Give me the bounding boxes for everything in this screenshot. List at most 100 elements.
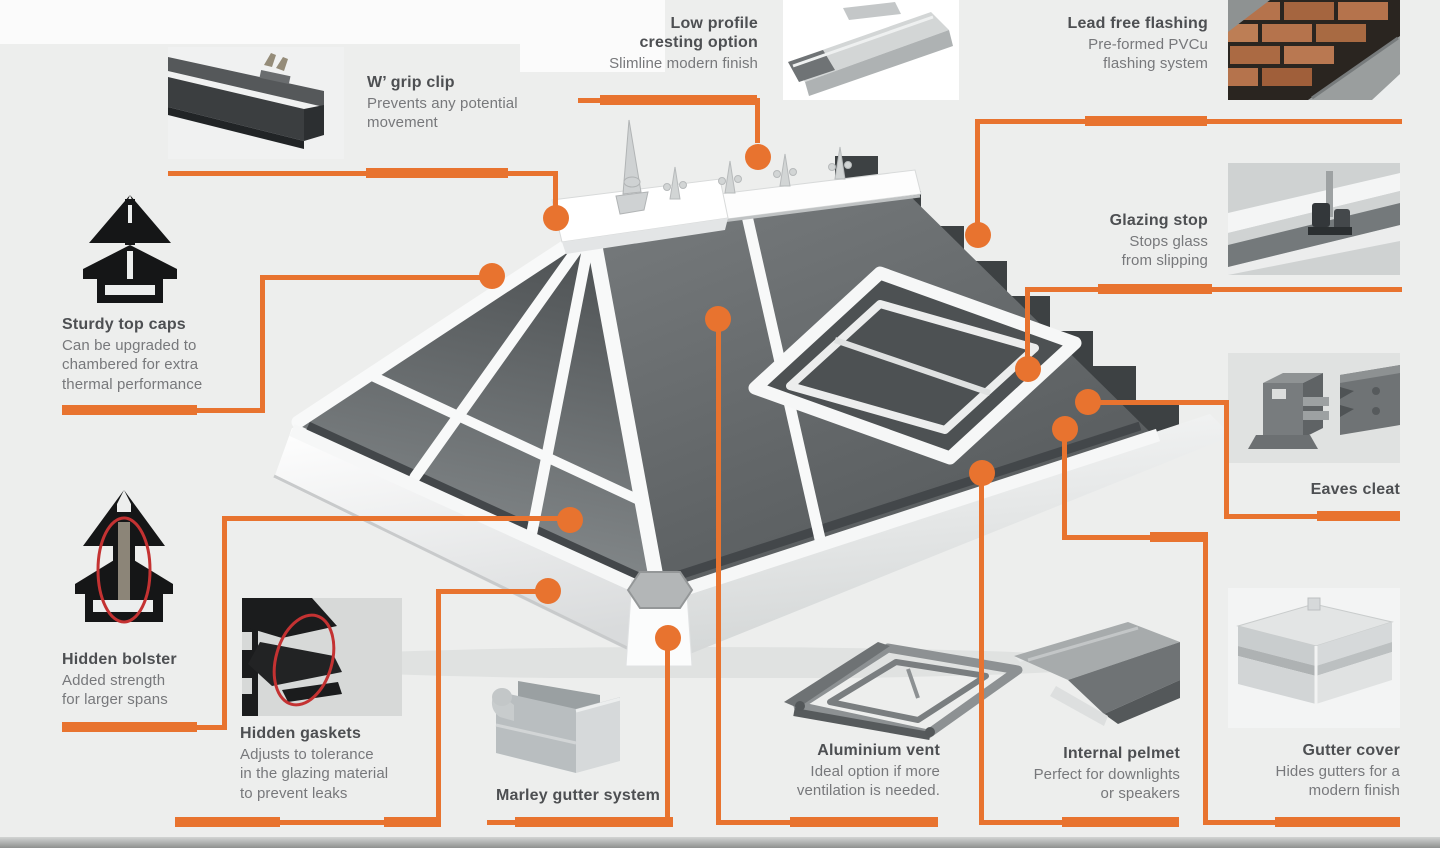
- eaves-rail: [289, 424, 665, 604]
- roof-lantern-illustration: [270, 119, 1230, 678]
- callout-hidden-gaskets: Hidden gaskets Adjusts to tolerance in t…: [240, 724, 388, 803]
- grip-clip-photo: [168, 47, 344, 159]
- connector-line: [1085, 116, 1207, 126]
- callout-internal-pelmet: Internal pelmet Perfect for downlights o…: [1034, 744, 1180, 804]
- connector-line: [1203, 535, 1208, 825]
- ridge-cresting: [663, 146, 852, 200]
- callout-description: Stops glass from slipping: [1121, 233, 1208, 270]
- top-cap-section-image: [75, 193, 185, 313]
- sill-edge: [273, 474, 661, 666]
- callout-aluminium-vent: Aluminium vent Ideal option if more vent…: [797, 741, 940, 801]
- connector-line: [665, 648, 670, 825]
- connector-line: [260, 275, 482, 280]
- connector-line: [175, 817, 280, 827]
- callout-top-caps: Sturdy top caps Can be upgraded to chamb…: [62, 315, 202, 394]
- corner-post: [625, 571, 694, 667]
- page-bottom-shadow: [0, 837, 1440, 848]
- callout-description: Hides gutters for a modern finish: [1275, 763, 1400, 800]
- connector-line: [1028, 287, 1402, 292]
- eaves-gasket: [662, 421, 1142, 585]
- connector-line: [975, 119, 980, 223]
- roof-vent-frame: [748, 266, 1082, 465]
- connector-dot: [655, 625, 681, 651]
- connector-dot: [705, 306, 731, 332]
- connector-line: [716, 330, 721, 825]
- callout-title: Glazing stop: [1109, 212, 1208, 229]
- connector-line: [384, 817, 441, 827]
- callout-title: Eaves cleat: [1310, 481, 1400, 498]
- callout-title: Low profile cresting option: [639, 15, 758, 52]
- callout-description: Slimline modern finish: [609, 55, 758, 73]
- callout-title: Lead free flashing: [1067, 15, 1208, 32]
- internal-pelmet-image: [1008, 616, 1186, 734]
- sill-left: [274, 428, 660, 666]
- connector-line: [222, 516, 560, 521]
- callout-title: W’ grip clip: [367, 74, 455, 91]
- callout-description: Adjusts to tolerance in the glazing mate…: [240, 746, 389, 802]
- connector-line: [175, 820, 441, 825]
- connector-line: [1224, 400, 1229, 518]
- callout-description: Prevents any potential movement: [367, 95, 518, 132]
- callout-title: Hidden bolster: [62, 651, 177, 668]
- callout-description: Pre-formed PVCu flashing system: [1088, 36, 1208, 73]
- aluminium-vent-image: [768, 636, 1040, 744]
- callout-title: Aluminium vent: [817, 742, 940, 759]
- connector-line: [260, 277, 265, 413]
- finial: [615, 119, 649, 215]
- connector-dot: [557, 507, 583, 533]
- connector-line: [1317, 511, 1400, 521]
- callout-description: Ideal option if more ventilation is need…: [796, 763, 940, 800]
- callout-glazing-stop: Glazing stop Stops glass from slipping: [1110, 211, 1208, 271]
- callout-description: Perfect for downlights or speakers: [1033, 766, 1180, 803]
- brick-flashing-photo: [1228, 0, 1400, 100]
- eaves-gasket: [306, 421, 656, 589]
- callout-lead-flashing: Lead free flashing Pre-formed PVCu flash…: [1067, 14, 1208, 74]
- connector-line: [979, 484, 984, 825]
- callout-marley-gutter: Marley gutter system: [483, 786, 673, 805]
- connector-line: [1150, 532, 1208, 542]
- callout-gutter-cover: Gutter cover Hides gutters for a modern …: [1276, 741, 1400, 801]
- connector-line: [515, 817, 673, 827]
- connector-line: [366, 168, 508, 178]
- callout-title: Hidden gaskets: [240, 725, 362, 742]
- connector-line: [553, 171, 558, 207]
- connector-dot: [535, 578, 561, 604]
- connector-dot: [1015, 356, 1041, 382]
- callout-title: Gutter cover: [1302, 742, 1400, 759]
- callout-title: Sturdy top caps: [62, 316, 186, 333]
- connector-dot: [1052, 416, 1078, 442]
- bolster-section-image: [65, 488, 183, 648]
- callout-title: Internal pelmet: [1063, 745, 1180, 762]
- background-patch: [0, 0, 520, 44]
- connector-line: [1025, 287, 1030, 357]
- connector-line: [436, 589, 538, 594]
- background-patch: [520, 0, 665, 72]
- sill-right: [660, 414, 1230, 666]
- connector-line: [1062, 440, 1067, 540]
- connector-line: [1224, 514, 1400, 519]
- connector-line: [1062, 817, 1179, 827]
- connector-line: [168, 171, 558, 176]
- eaves-rail: [655, 428, 1161, 605]
- callout-description: Can be upgraded to chambered for extra t…: [62, 337, 203, 393]
- marley-gutter-image: [488, 665, 638, 787]
- connector-line: [222, 518, 227, 730]
- callout-grip-clip: W’ grip clip Prevents any potential move…: [367, 73, 518, 133]
- connector-line: [62, 722, 197, 732]
- glass-face-left: [296, 228, 658, 592]
- connector-line: [790, 817, 938, 827]
- connector-dot: [1075, 389, 1101, 415]
- gaskets-photo: [242, 598, 402, 716]
- eaves-cleat-photo: [1228, 353, 1400, 463]
- connector-line: [1275, 817, 1400, 827]
- connector-dot: [745, 144, 771, 170]
- callout-cresting: Low profile cresting option Slimline mod…: [609, 14, 758, 74]
- connector-line: [600, 95, 757, 105]
- connector-dot: [969, 460, 995, 486]
- gutter-cover-image: [1228, 588, 1400, 728]
- connector-line: [436, 591, 441, 825]
- connector-dot: [543, 205, 569, 231]
- connector-line: [1098, 400, 1228, 405]
- callout-hidden-bolster: Hidden bolster Added strength for larger…: [62, 650, 177, 710]
